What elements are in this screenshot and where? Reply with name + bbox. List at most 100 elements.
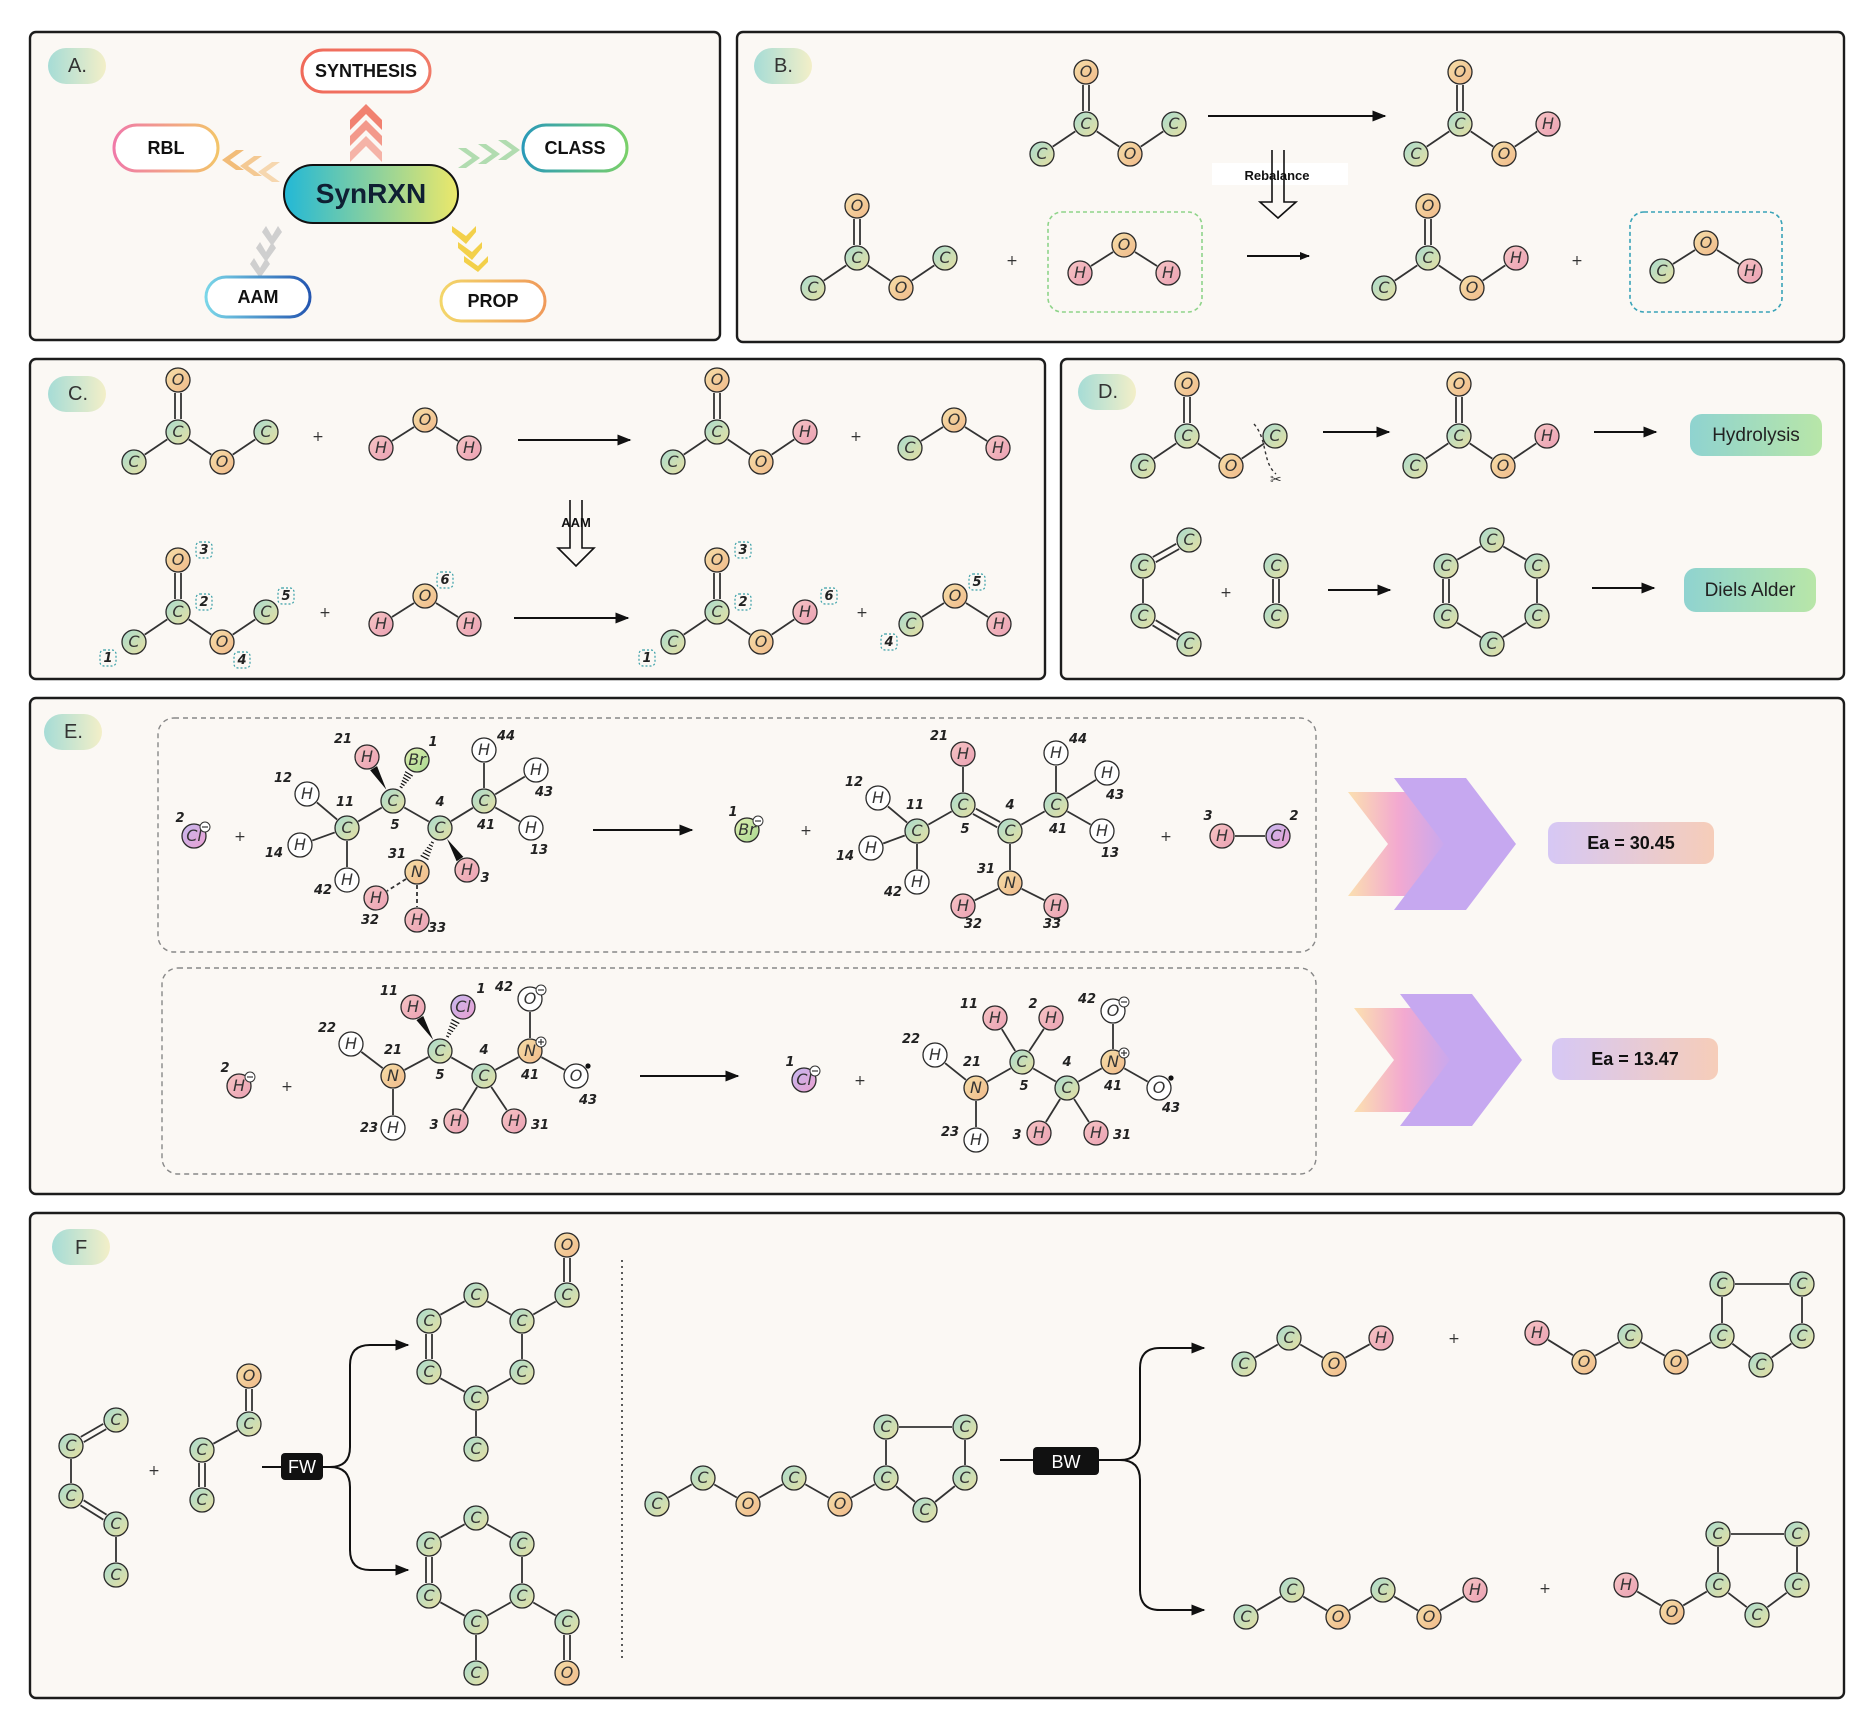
atom-circle <box>904 869 930 895</box>
atom-n: N <box>404 859 430 885</box>
atom-circle <box>1459 275 1485 301</box>
atom-symbol: H <box>1375 1328 1387 1347</box>
atom-o: O <box>1325 1604 1351 1630</box>
atom-h: H <box>858 835 884 861</box>
charge-sign <box>1118 1047 1130 1059</box>
atom-symbol: C <box>516 1534 528 1553</box>
atom-map-number: 6 <box>824 589 833 604</box>
single-bond <box>435 426 459 442</box>
atom-symbol: H <box>530 760 542 779</box>
atom-c: C <box>1784 1521 1810 1547</box>
single-bond <box>490 1086 508 1111</box>
atom-circle <box>450 994 476 1020</box>
atom-h: H <box>792 599 818 625</box>
atom-n: N <box>517 1038 543 1064</box>
single-bond <box>921 602 945 618</box>
atom-map-tag: 5 <box>968 573 986 591</box>
atom-c: C <box>380 788 406 814</box>
atom-circle <box>1155 260 1181 286</box>
atom-circle <box>404 907 430 933</box>
atom-symbol: O <box>216 452 229 471</box>
atom-circle <box>950 792 976 818</box>
atom-h: H <box>1155 260 1181 286</box>
atom-symbol: C <box>128 452 140 471</box>
atom-symbol: H <box>865 838 877 857</box>
atom-symbol: C <box>516 1311 528 1330</box>
single-bond <box>232 618 256 636</box>
single-bond <box>212 1429 239 1445</box>
atom-h: H <box>1524 1320 1550 1346</box>
chevron-arrow-prop <box>452 226 488 272</box>
charge-sign <box>244 1071 256 1083</box>
atom-o: O <box>412 407 438 433</box>
radical-dot <box>1168 1075 1174 1081</box>
chevron-arrow-rbl <box>222 150 280 182</box>
atom-c: C <box>1402 453 1428 479</box>
atom-map-tag: 6 <box>436 571 454 589</box>
atom-map-number: 1 <box>642 651 651 666</box>
atom-symbol: Cl <box>1270 826 1286 845</box>
atom-circle <box>1370 1577 1396 1603</box>
atom-symbol: C <box>1378 278 1390 297</box>
atom-map-tag: 3 <box>195 541 213 559</box>
atom-circle <box>253 419 279 445</box>
atom-o: O <box>704 367 730 393</box>
atom-symbol: O <box>1666 1602 1679 1621</box>
atom-symbol: C <box>904 438 916 457</box>
atom-circle <box>704 419 730 445</box>
atom-symbol: C <box>1286 1580 1298 1599</box>
atom-index-number: 23 <box>360 1121 378 1136</box>
atom-symbol: O <box>172 370 185 389</box>
single-bond <box>1153 442 1177 460</box>
atom-circle <box>1524 1320 1550 1346</box>
atom-circle <box>704 599 730 625</box>
atom-index-number: 44 <box>1068 732 1087 747</box>
atom-circle <box>509 1531 535 1557</box>
atom-index-number: 2 <box>1028 997 1037 1012</box>
atom-n: N <box>380 1063 406 1089</box>
atom-c: C <box>1748 1352 1774 1378</box>
atom-index-number: 32 <box>361 913 379 928</box>
atom-circle <box>898 611 924 637</box>
atom-map-tag-box <box>233 651 251 669</box>
chevron-arrow-synthesis <box>350 104 382 162</box>
atom-c: C <box>236 1411 262 1437</box>
single-bond <box>540 1056 566 1071</box>
atom-circle <box>236 1411 262 1437</box>
atom-circle <box>121 629 147 655</box>
atom-index-number: 21 <box>334 732 352 747</box>
atom-circle <box>1415 193 1441 219</box>
atom-index-number: 4 <box>478 1043 488 1058</box>
single-bond <box>1766 1592 1788 1608</box>
single-bond <box>1021 888 1045 901</box>
atom-symbol: C <box>1791 1575 1803 1594</box>
atom-circle <box>1649 258 1675 284</box>
atom-c: C <box>844 245 870 271</box>
atom-index-number: 3 <box>429 1118 438 1133</box>
chevron-double-arrow-2 <box>1354 994 1522 1126</box>
atom-h: H <box>1209 823 1235 849</box>
atom-c: C <box>1479 527 1505 553</box>
rbl-label: RBL <box>148 138 185 158</box>
panel-label-f: F <box>52 1229 110 1265</box>
atom-symbol: C <box>470 1439 482 1458</box>
atom-h: H <box>1026 1120 1052 1146</box>
atom-index-number: 32 <box>964 917 982 932</box>
atom-map-tag: 2 <box>195 593 213 611</box>
plus-sign: + <box>1220 585 1232 601</box>
panel-label-a: A. <box>48 48 106 84</box>
atom-circle <box>1693 230 1719 256</box>
atom-circle <box>1524 553 1550 579</box>
atom-c: C <box>1161 111 1187 137</box>
atom-circle <box>997 818 1023 844</box>
atom-c: C <box>509 1531 535 1557</box>
single-bond <box>1731 1343 1752 1358</box>
single-bond <box>404 1056 429 1071</box>
atom-circle <box>1067 260 1093 286</box>
atom-c: C <box>873 1465 899 1491</box>
atom-circle <box>941 407 967 433</box>
atom-symbol: C <box>196 1490 208 1509</box>
single-bond <box>882 834 906 845</box>
atom-symbol: C <box>1137 556 1149 575</box>
charge-sign <box>752 815 764 827</box>
